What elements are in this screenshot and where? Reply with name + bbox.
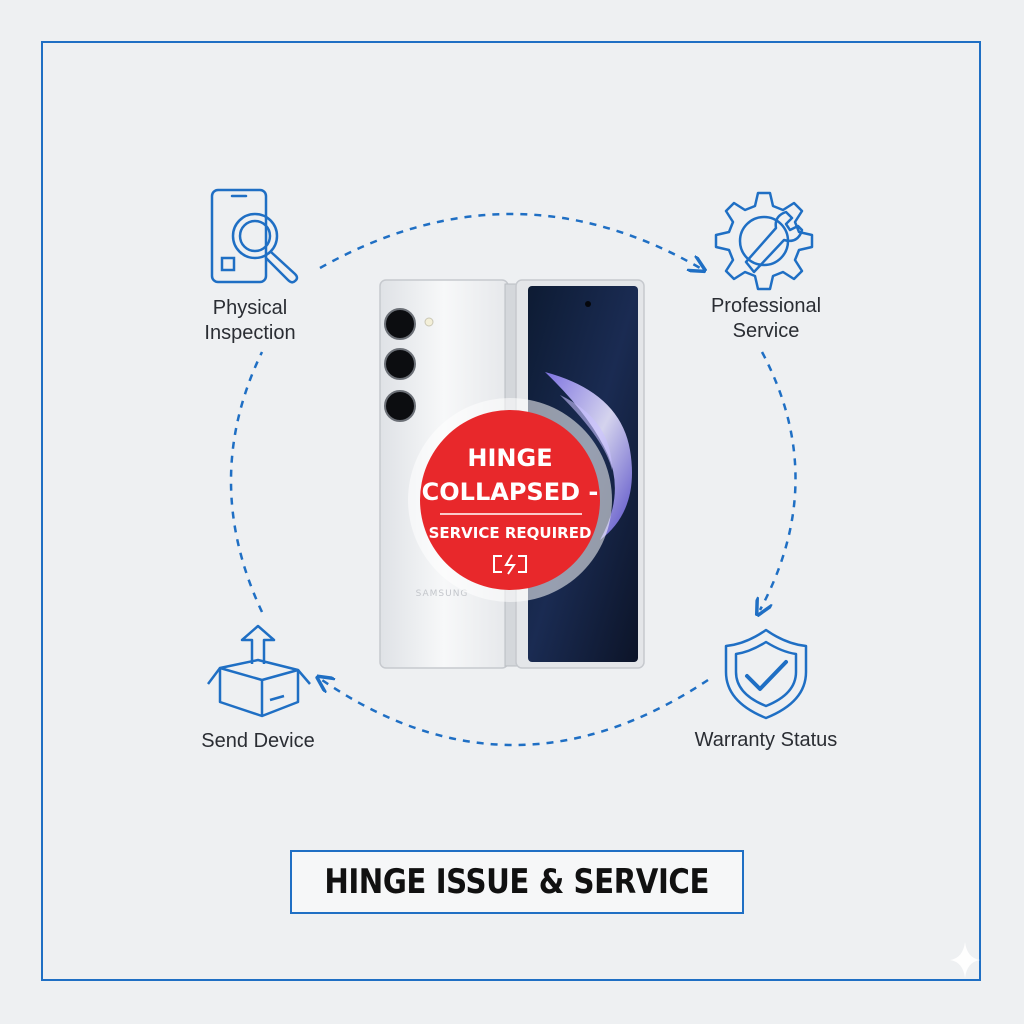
arrow-inspection-to-service [319, 212, 700, 268]
step-label-professional-service: Professional Service [710, 295, 822, 342]
outer-frame [41, 41, 981, 981]
step-label-warranty-status: Warranty Status [694, 729, 838, 751]
page-title: HINGE ISSUE & SERVICE [324, 862, 710, 902]
badge-line-3: SERVICE REQUIRED [429, 524, 592, 542]
camera-lens-2 [384, 348, 416, 380]
arrow-service-to-warranty [760, 351, 797, 610]
gear-wrench-icon [714, 191, 814, 291]
status-badge: HINGE COLLAPSED - SERVICE REQUIRED [408, 398, 612, 602]
camera-flash [424, 317, 434, 327]
device-brand: SAMSUNG [416, 589, 469, 599]
sparkle-icon [950, 942, 980, 978]
arrow-warranty-to-send [322, 680, 709, 747]
phone-magnifier-icon [210, 188, 299, 284]
screen-wallpaper [545, 372, 632, 540]
step-label-send-device: Send Device [201, 730, 315, 752]
step-label-physical-inspection: Physical Inspection [204, 297, 296, 344]
badge-line-1: HINGE [467, 444, 552, 472]
camera-lens-3 [384, 390, 416, 422]
badge-line-2: COLLAPSED - [422, 478, 599, 506]
camera-lens-1 [384, 308, 416, 340]
broken-link-icon [493, 554, 527, 575]
title-box: HINGE ISSUE & SERVICE [290, 850, 744, 914]
front-camera [585, 301, 591, 307]
cycle-arrows [229, 212, 797, 747]
box-upload-icon [207, 624, 311, 718]
arrow-send-to-inspection [229, 351, 264, 613]
shield-check-icon [724, 628, 808, 720]
